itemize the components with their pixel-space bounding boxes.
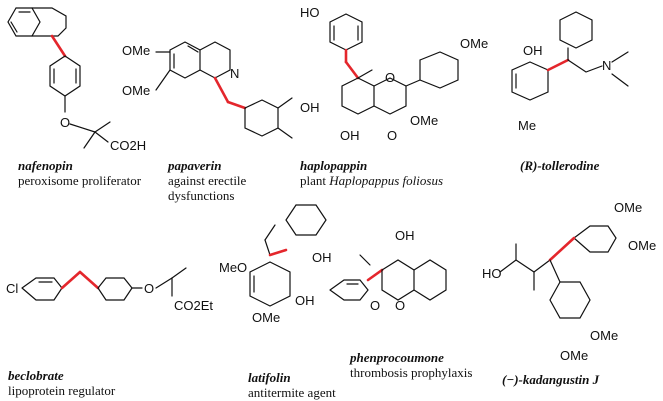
compound-description: antitermite agent xyxy=(248,385,336,400)
haplopappin-structure: HO O OH OH O OMe OMe xyxy=(300,5,488,143)
phenprocoumone-caption: phenprocoumone thrombosis prophylaxis xyxy=(350,350,472,380)
compound-description: lipoprotein regulator xyxy=(8,383,116,398)
nafenopin-o-label: O xyxy=(60,115,70,130)
haplopappin-ho-top: HO xyxy=(300,5,320,20)
tollerodine-n-label: N xyxy=(602,58,611,73)
tollerodine-caption: (R)-tollerodine xyxy=(520,158,599,173)
compound-description: against erectile xyxy=(168,173,247,188)
compound-name: (−)-kadangustin J xyxy=(502,372,600,387)
compound-description: peroxisome proliferator xyxy=(18,173,142,188)
haplopappin-caption: haplopappin plant Haplopappus foliosus xyxy=(300,158,443,188)
phenprocoumone-oh-label: OH xyxy=(395,228,415,243)
compound-name: (R)-tollerodine xyxy=(520,158,600,173)
compound-name: papaverin xyxy=(168,158,222,173)
kadangustin-caption: (−)-kadangustin J xyxy=(502,372,599,387)
latifolin-meo-label: MeO xyxy=(219,260,247,275)
compound-description: dysfunctions xyxy=(168,188,235,203)
kadangustin-ome-top: OMe xyxy=(614,200,642,215)
kadangustin-structure: HO OMe OMe OMe OMe xyxy=(482,200,656,363)
haplopappin-ome-lower: OMe xyxy=(410,113,438,128)
tollerodine-structure: OH Me N xyxy=(511,11,629,133)
haplopappin-ome-right: OMe xyxy=(460,36,488,51)
haplopappin-oh-bottom: OH xyxy=(340,128,360,143)
phenprocoumone-carbonyl-o: O xyxy=(370,298,380,313)
nafenopin-structure: O CO2H xyxy=(7,7,146,153)
papaverin-ome-bottom: OMe xyxy=(122,83,150,98)
kadangustin-ho-label: HO xyxy=(482,266,502,281)
latifolin-structure: OH MeO OH OMe xyxy=(219,204,332,325)
nafenopin-caption: nafenopin peroxisome proliferator xyxy=(18,158,141,188)
papaverin-ome-top: OMe xyxy=(122,43,150,58)
latifolin-caption: latifolin antitermite agent xyxy=(248,370,336,400)
kadangustin-ome-bottom: OMe xyxy=(560,348,588,363)
latifolin-oh-bottom: OH xyxy=(295,293,315,308)
phenprocoumone-structure: OH O O xyxy=(329,228,447,313)
papaverin-n-label: N xyxy=(230,66,239,81)
latifolin-ome-bottom: OMe xyxy=(252,310,280,325)
compound-description: plant Haplopappus foliosus xyxy=(300,173,444,188)
papaverin-caption: papaverin against erectile dysfunctions xyxy=(168,158,246,203)
compound-name: latifolin xyxy=(248,370,291,385)
compound-name: phenprocoumone xyxy=(350,350,444,365)
haplopappin-carbonyl-o: O xyxy=(387,128,397,143)
tollerodine-me-label: Me xyxy=(518,118,536,133)
beclobrate-o-label: O xyxy=(144,281,154,296)
beclobrate-co2et-label: CO2Et xyxy=(174,298,213,313)
haplopappin-oh-left: OH xyxy=(300,100,320,115)
species-name: Haplopappus foliosus xyxy=(329,173,444,188)
latifolin-oh-top: OH xyxy=(312,250,332,265)
compound-name: beclobrate xyxy=(8,368,64,383)
haplopappin-ring-o: O xyxy=(385,70,395,85)
papaverin-structure: OMe OMe N xyxy=(122,41,293,139)
tollerodine-oh-label: OH xyxy=(523,43,543,58)
kadangustin-ome-mid: OMe xyxy=(590,328,618,343)
compound-name: haplopappin xyxy=(300,158,368,173)
compound-description: thrombosis prophylaxis xyxy=(350,365,473,380)
beclobrate-structure: Cl O CO2Et xyxy=(6,267,213,313)
kadangustin-ome-right: OMe xyxy=(628,238,656,253)
phenprocoumone-ring-o: O xyxy=(395,298,405,313)
compound-name: nafenopin xyxy=(18,158,73,173)
beclobrate-caption: beclobrate lipoprotein regulator xyxy=(8,368,115,398)
nafenopin-co2h-label: CO2H xyxy=(110,138,146,153)
beclobrate-cl-label: Cl xyxy=(6,281,18,296)
